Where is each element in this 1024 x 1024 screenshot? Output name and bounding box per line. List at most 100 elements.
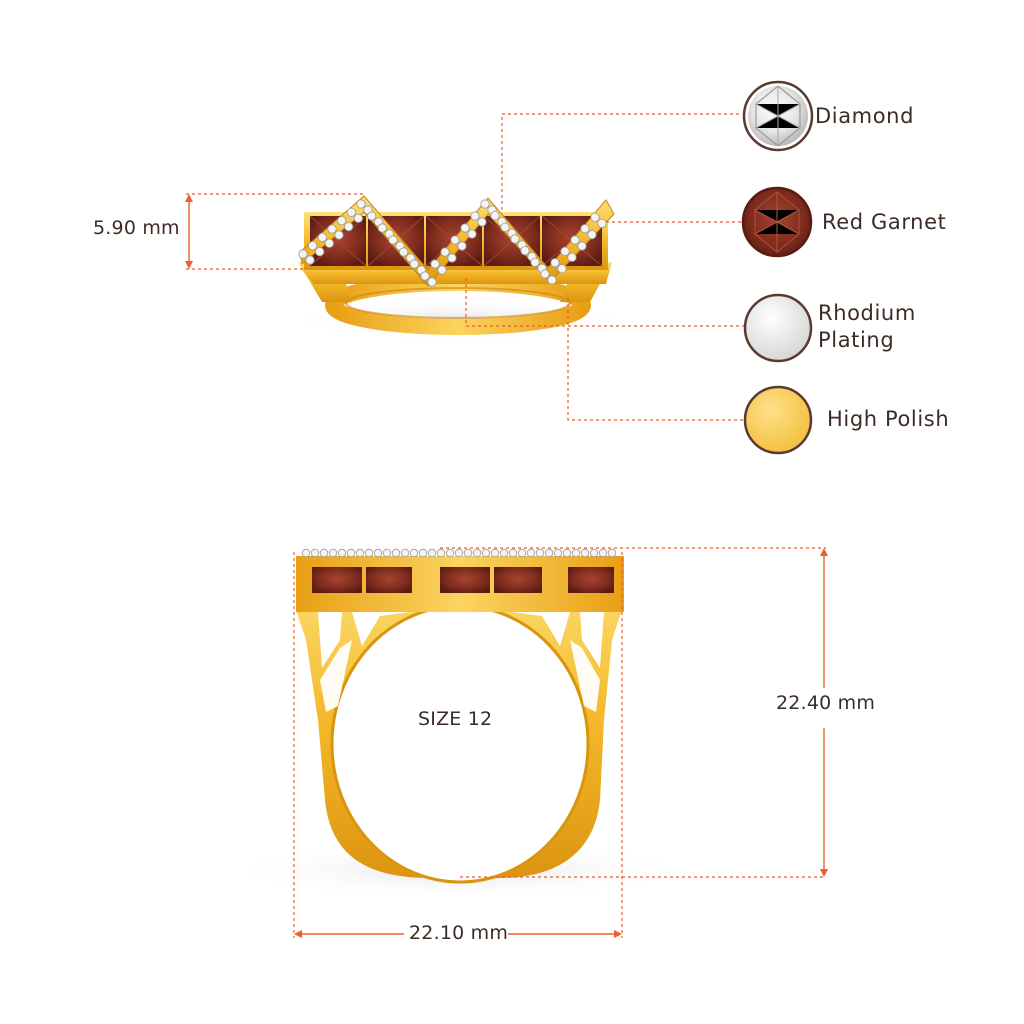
small-diamond	[346, 548, 356, 558]
small-diamond	[337, 548, 347, 558]
small-diamond	[367, 211, 377, 221]
small-diamond	[597, 218, 607, 228]
small-diamond	[481, 548, 491, 558]
small-diamond	[317, 232, 327, 242]
small-diamond	[499, 548, 509, 558]
small-diamond	[334, 230, 344, 240]
small-diamond	[550, 258, 560, 268]
small-diamond	[567, 252, 577, 262]
small-diamond	[324, 238, 334, 248]
small-diamond	[353, 213, 363, 223]
small-diamond	[319, 548, 329, 558]
small-diamond	[356, 199, 366, 209]
small-diamond	[436, 548, 446, 558]
small-diamond	[373, 548, 383, 558]
legend-label-red-garnet: Red Garnet	[822, 210, 947, 234]
front-height-dimension-label: 22.40 mm	[776, 692, 876, 714]
top-height-dimension-label: 5.90 mm	[93, 217, 180, 239]
legend-label-high-polish: High Polish	[827, 407, 950, 431]
gold-swatch-icon	[743, 385, 813, 455]
dimension-arrows	[185, 194, 828, 938]
small-diamond	[427, 277, 437, 287]
small-diamond	[553, 548, 563, 558]
small-diamond	[570, 235, 580, 245]
rhodium-swatch-icon	[743, 293, 813, 363]
small-diamond	[587, 230, 597, 240]
small-diamond	[409, 259, 419, 269]
top-garnet-row	[309, 215, 603, 267]
small-diamond	[571, 548, 581, 558]
diamond-gem-icon	[742, 80, 814, 152]
small-diamond	[344, 222, 354, 232]
legend-label-rhodium-line2: Plating	[818, 328, 895, 352]
small-diamond	[547, 275, 557, 285]
legend-label-diamond: Diamond	[815, 104, 915, 128]
small-diamond	[327, 224, 337, 234]
small-diamond	[463, 548, 473, 558]
small-diamond	[420, 271, 430, 281]
small-diamond	[337, 216, 347, 226]
small-diamond	[355, 548, 365, 558]
front-diamond-row	[301, 548, 617, 558]
top-view-ring	[285, 195, 635, 342]
small-diamond	[540, 269, 550, 279]
small-diamond	[535, 548, 545, 558]
small-diamond	[298, 249, 308, 259]
small-diamond	[467, 229, 477, 239]
small-diamond	[445, 548, 455, 558]
small-diamond	[454, 548, 464, 558]
small-diamond	[440, 247, 450, 257]
small-diamond	[308, 241, 318, 251]
small-diamond	[562, 548, 572, 558]
small-diamond	[589, 548, 599, 558]
small-diamond	[399, 247, 409, 257]
small-diamond	[382, 548, 392, 558]
small-diamond	[580, 224, 590, 234]
small-diamond	[500, 222, 510, 232]
small-diamond	[560, 246, 570, 256]
small-diamond	[301, 548, 311, 558]
small-diamond	[427, 548, 437, 558]
small-diamond	[490, 548, 500, 558]
small-diamond	[598, 548, 608, 558]
small-diamond	[377, 223, 387, 233]
small-diamond	[418, 548, 428, 558]
small-diamond	[480, 199, 490, 209]
top-zigzag-diamonds	[298, 199, 607, 287]
small-diamond	[510, 234, 520, 244]
small-diamond	[520, 246, 530, 256]
small-diamond	[409, 548, 419, 558]
small-diamond	[437, 265, 447, 275]
small-diamond	[391, 548, 401, 558]
small-diamond	[477, 217, 487, 227]
small-diamond	[557, 264, 567, 274]
small-diamond	[490, 211, 500, 221]
small-diamond	[305, 255, 315, 265]
small-diamond	[470, 211, 480, 221]
small-diamond	[400, 548, 410, 558]
small-diamond	[472, 548, 482, 558]
leader-lines	[186, 113, 826, 938]
small-diamond	[580, 548, 590, 558]
small-diamond	[315, 247, 325, 257]
ring-size-label: SIZE 12	[418, 708, 493, 730]
small-diamond	[544, 548, 554, 558]
small-diamond	[526, 548, 536, 558]
small-diamond	[530, 257, 540, 267]
small-diamond	[310, 548, 320, 558]
small-diamond	[388, 235, 398, 245]
small-diamond	[590, 212, 600, 222]
small-diamond	[430, 259, 440, 269]
small-diamond	[450, 235, 460, 245]
legend-label-rhodium-line1: Rhodium	[818, 301, 916, 325]
small-diamond	[346, 207, 356, 217]
small-diamond	[457, 241, 467, 251]
red-garnet-gem-icon	[741, 186, 813, 258]
small-diamond	[517, 548, 527, 558]
front-width-dimension-label: 22.10 mm	[409, 922, 509, 944]
front-garnet-row	[312, 567, 614, 593]
small-diamond	[460, 223, 470, 233]
small-diamond	[607, 548, 617, 558]
